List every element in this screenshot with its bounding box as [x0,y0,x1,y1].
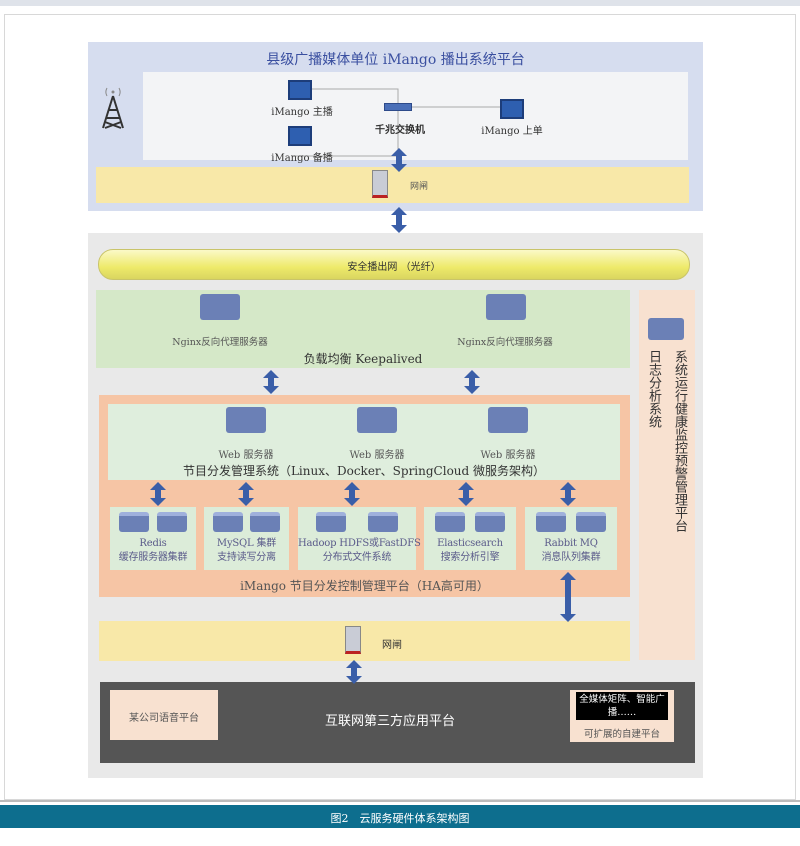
cluster-line1: Redis [139,538,167,549]
computer-icon [500,99,524,119]
server-icon [250,512,281,532]
cluster-line2: 搜索分析引擎 [440,552,500,563]
top-platform-title: 县级广播媒体单位 iMango 播出系统平台 [266,52,525,68]
control-platform-title: iMango 节目分发控制管理平台（HA高可用） [240,579,489,593]
internet-title: 互联网第三方应用平台 [324,714,455,729]
fiber-network [98,249,690,280]
load-balance-title: 负载均衡 Keepalived [303,352,423,366]
server-icon [576,512,607,532]
gateway-band-bottom [99,621,630,661]
monitor-column [639,290,695,660]
server-icon [648,318,684,340]
switch-label: 千兆交换机 [375,125,425,136]
server-icon [434,512,465,532]
double-arrow-icon [560,482,576,506]
web-server-label: Web 服务器 [480,450,536,461]
load-balance-box [96,290,630,368]
voice-platform-label: 某公司语音平台 [129,713,199,724]
server-icon [226,407,266,433]
server-icon [316,512,347,532]
gateway-band-top [96,167,689,203]
antenna-icon [98,82,128,134]
double-arrow-icon [344,482,360,506]
computer-icon [288,80,312,100]
nginx-left-label: Nginx反向代理服务器 [172,337,268,348]
fiber-label: 安全播出网 （光纤） [347,262,441,273]
server-icon [367,512,398,532]
web-server-label: Web 服务器 [218,450,274,461]
figure-caption: 图2 云服务硬件体系架构图 [330,812,470,825]
nginx-right-label: Nginx反向代理服务器 [457,337,553,348]
cluster-card: Rabbit MQ 消息队列集群 [525,507,617,570]
cluster-card: Redis 缓存服务器集群 [110,507,196,570]
server-icon [156,512,187,532]
web-server-label: Web 服务器 [349,450,405,461]
double-arrow-icon [391,207,407,233]
monitor-label: 系统运行健康监控预警管理平台 [672,350,687,532]
gateway-icon [372,170,388,198]
cluster-card: Elasticsearch 搜索分析引擎 [424,507,516,570]
server-icon [119,512,150,532]
double-arrow-icon [263,370,279,394]
server-icon [488,407,528,433]
server-icon [475,512,506,532]
self-built-label: 可扩展的自建平台 [583,729,660,740]
server-icon [200,294,240,320]
cluster-line2: 消息队列集群 [541,552,601,563]
cluster-line1: MySQL 集群 [216,538,277,549]
gateway-icon [345,626,361,654]
cluster-line1: Elasticsearch [437,538,503,549]
divider [0,800,800,802]
caption-bar [0,805,800,828]
gateway-label: 网闸 [410,182,429,192]
voice-platform [110,690,218,740]
web-title: 节目分发管理系统（Linux、Docker、SpringCloud 微服务架构） [182,464,546,478]
cluster-line2: 支持读写分离 [217,552,276,563]
main-label: iMango 主播 [271,107,333,118]
cluster-line2: 分布式文件系统 [322,552,392,563]
gateway-label: 网闸 [382,640,402,651]
double-arrow-icon [391,148,407,172]
switch-icon [384,103,412,111]
cluster-line2: 缓存服务器集群 [118,552,188,563]
double-arrow-icon [150,482,166,506]
backup-label: iMango 备播 [271,153,333,164]
double-arrow-icon [458,482,474,506]
media-matrix-box: 全媒体矩阵、智能广播…… [576,692,668,720]
cluster-card: Hadoop HDFS或FastDFS 分布式文件系统 [298,507,421,570]
double-arrow-icon [238,482,254,506]
cluster-line1: Rabbit MQ [544,538,598,549]
log-label: 日志分析系统 [646,350,661,428]
double-arrow-icon [346,660,362,684]
server-icon [535,512,566,532]
lan-lines [293,88,513,157]
server-icon [357,407,397,433]
double-arrow-icon [464,370,480,394]
cluster-card: MySQL 集群支持读写分离 [204,507,289,570]
double-arrow-icon [560,572,576,622]
top-border [0,0,800,6]
server-icon [486,294,526,320]
computer-icon [288,126,312,146]
server-icon [212,512,243,532]
lan-box [143,72,688,160]
cluster-line1: Hadoop HDFS或FastDFS [298,538,421,549]
upload-label: iMango 上单 [481,126,543,137]
